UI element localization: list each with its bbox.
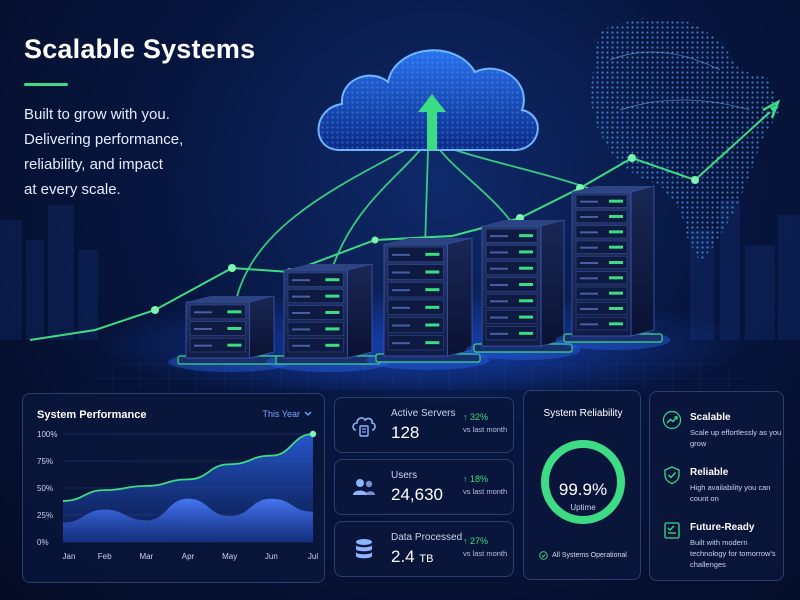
stat-value: 24,630 (391, 485, 443, 504)
server-rack (366, 237, 490, 370)
world-map-dots (590, 18, 780, 262)
reliability-title: System Reliability (543, 408, 623, 419)
stat-change: ↑ 27% (463, 536, 489, 546)
stat-card-data-processed: Data Processed 2.4 TB ↑ 27% vs last mont… (334, 521, 514, 577)
feature-title: Future-Ready (690, 522, 755, 533)
x-tick-label: May (222, 552, 237, 561)
server-racks (168, 185, 671, 372)
status-badge: All Systems Operational (524, 551, 642, 560)
uptime-value: 99.9% (558, 480, 608, 499)
x-tick-label: Mar (139, 552, 153, 561)
period-dropdown[interactable]: This Year (262, 409, 312, 419)
y-tick-label: 100% (37, 430, 57, 439)
hero-subtitle: Built to grow with you. Delivering perfo… (24, 102, 264, 202)
stat-label: Data Processed (391, 532, 463, 543)
stat-change: ↑ 32% (463, 412, 489, 422)
series-line (62, 433, 314, 502)
x-tick-label: Jun (265, 552, 278, 561)
hero-subtitle-line: reliability, and impact (24, 156, 163, 173)
chevron-down-icon (304, 411, 312, 416)
cloud-icon (317, 49, 539, 152)
hero-illustration (0, 18, 800, 390)
feature-desc: Scale up effortlessly as you grow (690, 428, 782, 448)
x-tick-label: Feb (98, 552, 112, 561)
data-point (309, 430, 317, 438)
stat-label: Active Servers (391, 408, 456, 419)
stat-change: ↑ 18% (463, 474, 489, 484)
uptime-ring-gauge (541, 440, 625, 524)
y-tick-label: 0% (37, 538, 49, 547)
hero-subtitle-line: Delivering performance, (24, 131, 184, 148)
server-rack (266, 263, 390, 372)
stat-note: vs last month (463, 549, 508, 558)
period-label: This Year (262, 409, 300, 419)
x-tick-label: Jul (308, 552, 318, 561)
cloud-server-icon (352, 417, 376, 437)
trend-up-icon (662, 410, 682, 430)
arrow-up-icon: ↑ (463, 474, 468, 484)
stat-value: 2.4 TB (391, 547, 434, 566)
arrow-up-icon: ↑ (463, 412, 468, 422)
series-area (63, 498, 313, 542)
stat-card-active-servers: Active Servers 128 ↑ 32% vs last month (334, 397, 514, 453)
hero-title-underline (24, 83, 68, 86)
performance-title: System Performance (37, 409, 147, 421)
check-circle-icon (539, 551, 548, 560)
stat-label: Users (391, 470, 418, 481)
server-rack (168, 295, 292, 372)
feature-title: Reliable (690, 467, 729, 478)
hero-subtitle-line: at every scale. (24, 181, 121, 198)
hero-subtitle-line: Built to grow with you. (24, 106, 170, 123)
stat-note: vs last month (463, 425, 508, 434)
y-tick-label: 50% (37, 484, 53, 493)
hero-text: Scalable Systems Built to grow with you.… (24, 34, 264, 202)
x-tick-label: Jan (63, 552, 76, 561)
performance-chart: 0% 25% 50% 75% 100% Jan Feb Mar Apr May Jun Jul (37, 430, 318, 561)
shield-check-icon (664, 466, 680, 485)
users-icon (353, 479, 375, 495)
server-rack (465, 219, 581, 360)
y-tick-label: 75% (37, 457, 53, 466)
x-tick-label: Apr (182, 552, 195, 561)
feature-title: Scalable (690, 412, 731, 423)
checklist-icon (664, 522, 680, 539)
feature-desc: High availability you can count on (690, 483, 771, 503)
y-tick-label: 25% (37, 511, 53, 520)
stat-note: vs last month (463, 487, 508, 496)
feature-desc: Built with modern technology for tomorro… (690, 538, 776, 569)
system-performance-card: 0% 25% 50% 75% 100% Jan Feb Mar Apr May Jun Jul Sys… (22, 393, 325, 583)
uptime-label: Uptime (570, 503, 596, 512)
system-reliability-card: System Reliability 99.9% Uptime All Syst… (523, 390, 641, 580)
server-rack (555, 185, 671, 350)
arrow-up-icon: ↑ (463, 536, 468, 546)
stat-value: 128 (391, 423, 420, 442)
stat-card-users: Users 24,630 ↑ 18% vs last month (334, 459, 514, 515)
hero-title: Scalable Systems (24, 34, 256, 64)
features-card: Scalable Scale up effortlessly as you gr… (649, 391, 784, 581)
database-icon (356, 539, 372, 559)
